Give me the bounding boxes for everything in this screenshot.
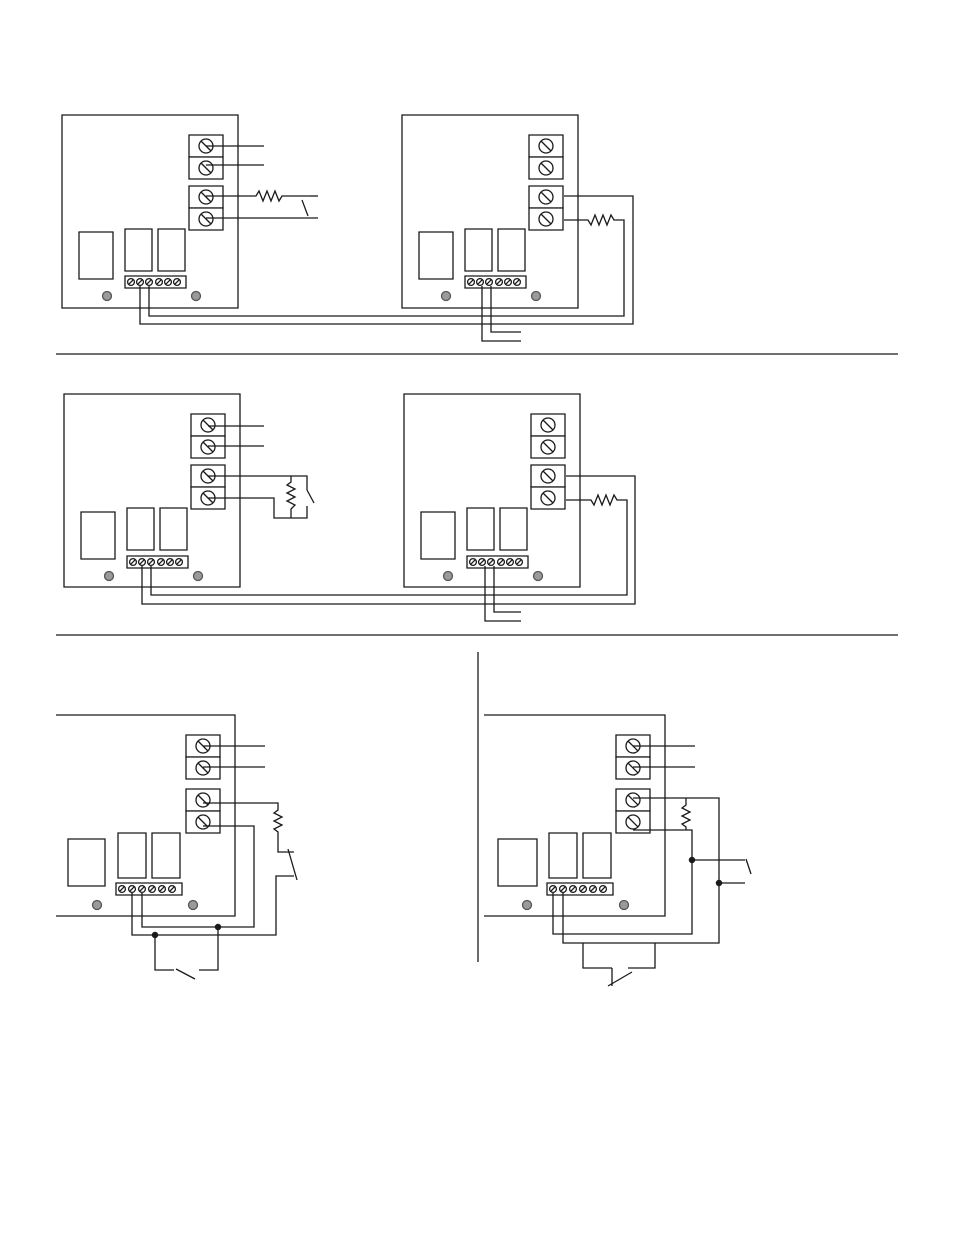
control-board-left [64, 394, 240, 587]
control-board-left [62, 115, 238, 308]
switch [176, 969, 195, 979]
panel-1 [62, 115, 633, 341]
switch [746, 859, 751, 874]
led-indicator [192, 292, 201, 301]
wires [132, 746, 297, 979]
relay-block [125, 229, 152, 271]
panel-2 [64, 394, 635, 621]
control-board-right [404, 394, 580, 621]
resistor [287, 476, 295, 518]
control-board-right [402, 115, 578, 341]
relay-block [158, 229, 185, 271]
relay-block [79, 232, 113, 279]
panel-3-left [56, 715, 297, 979]
panel-3-right [484, 715, 751, 986]
switch [302, 200, 308, 216]
led-indicator [103, 292, 112, 301]
switch [307, 490, 314, 503]
